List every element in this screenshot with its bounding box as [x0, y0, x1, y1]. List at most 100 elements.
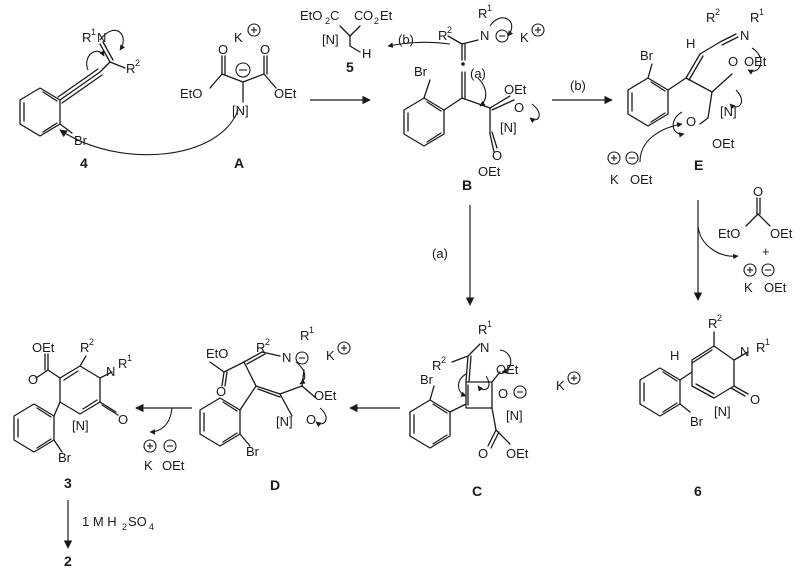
label-B-path-b: (b) — [398, 32, 414, 47]
label-E-o-bottom: O — [686, 114, 696, 129]
compound-label-D: D — [270, 477, 280, 493]
label-6-n: N — [740, 344, 749, 359]
label-C-n-bracket: [N] — [506, 408, 523, 423]
label-4-r1: R — [82, 30, 91, 45]
label-C-oet-top: OEt — [496, 362, 519, 377]
label-carbonate-oet: OEt — [770, 226, 793, 241]
label-B-o: O — [514, 100, 524, 115]
label-4-r2-sup: 2 — [135, 58, 140, 68]
label-C-o-bottom: O — [478, 446, 488, 461]
label-C-r1: R — [478, 322, 487, 337]
label-D3-oet: OEt — [162, 458, 185, 473]
label-E-r1: R — [750, 10, 759, 25]
label-E-n: N — [740, 28, 749, 43]
compound-label-B: B — [462, 177, 472, 193]
label-6-n-bracket: [N] — [714, 404, 731, 419]
label-E-koet: OEt — [630, 172, 653, 187]
label-E-k: K — [610, 172, 619, 187]
structure-6 — [639, 331, 749, 417]
label-E-br: Br — [640, 48, 654, 63]
structure-4 — [19, 29, 126, 137]
label-A-k: K — [234, 30, 243, 45]
label-5-co2et-sub: 2 — [374, 16, 379, 26]
label-5-co2et: C — [354, 8, 363, 23]
label-D-k: K — [326, 348, 335, 363]
structure-D — [199, 351, 327, 447]
label-E-o-top: O — [728, 54, 738, 69]
label-C-r2-sup: 2 — [441, 355, 446, 365]
label-3-o: O — [28, 372, 38, 387]
label-5-n: [N] — [322, 32, 339, 47]
label-C-o: O — [498, 386, 508, 401]
label-4-r2: R — [126, 61, 135, 76]
label-B-r2: R — [438, 28, 447, 43]
label-carbonate-o: O — [753, 184, 763, 199]
label-carbonate-eto: EtO — [718, 226, 740, 241]
label-D-oet: OEt — [314, 388, 337, 403]
compound-label-C: C — [472, 483, 482, 499]
label-6-h: H — [670, 348, 679, 363]
label-3-r1: R — [118, 356, 127, 371]
label-acid-tail: SO — [128, 514, 147, 529]
label-acid-main: 1 M H — [82, 514, 117, 529]
label-C-k: K — [556, 378, 565, 393]
label-3-o-right: O — [118, 412, 128, 427]
label-C-br: Br — [420, 372, 434, 387]
label-E-h: H — [686, 36, 695, 51]
label-C-r2: R — [432, 358, 441, 373]
label-B-r2-sup: 2 — [447, 25, 452, 35]
label-3-oet: OEt — [32, 340, 55, 355]
label-B-n: N — [480, 28, 489, 43]
label-D-eto: EtO — [206, 346, 228, 361]
label-B-k: K — [520, 30, 529, 45]
compound-label-5: 5 — [346, 59, 354, 75]
structure-diethyl-carbonate — [745, 197, 771, 227]
structure-B — [387, 17, 540, 153]
label-5-eto2c-sub: 2 — [325, 16, 330, 26]
label-D-n: N — [282, 350, 291, 365]
structure-3 — [13, 353, 119, 453]
compound-label-2: 2 — [64, 553, 72, 569]
label-carbonate-k: K — [744, 280, 753, 295]
label-3-r2-sup: 2 — [89, 337, 94, 347]
label-5-eto2c: EtO — [300, 8, 322, 23]
label-5-c: C — [330, 8, 339, 23]
label-A-o-left: O — [218, 42, 228, 57]
label-D-o-right: O — [306, 412, 316, 427]
label-A-o-right: O — [260, 42, 270, 57]
label-acid-sub2: 2 — [122, 522, 127, 532]
label-6-br: Br — [690, 414, 704, 429]
label-3-br: Br — [58, 450, 72, 465]
label-3-n: N — [106, 364, 115, 379]
structure-A — [59, 55, 277, 156]
compound-label-A: A — [234, 155, 244, 171]
label-6-r1: R — [756, 340, 765, 355]
label-D-r2: R — [256, 340, 265, 355]
label-4-r1-sup: 1 — [91, 27, 96, 37]
label-4-br: Br — [74, 133, 88, 148]
label-E-r2: R — [706, 10, 715, 25]
label-5-co2et-o: O — [363, 8, 373, 23]
structure-E — [627, 33, 762, 163]
label-E-oet-top: OEt — [744, 54, 767, 69]
compound-label-E: E — [694, 157, 703, 173]
label-B-r1: R — [478, 6, 487, 21]
label-carbonate-plus: + — [762, 244, 770, 259]
label-B-path-a: (a) — [470, 66, 486, 81]
label-B-oet-top: OEt — [504, 82, 527, 97]
label-E-r2-sup: 2 — [715, 7, 720, 17]
compound-label-4: 4 — [80, 155, 88, 171]
label-D-br: Br — [246, 444, 260, 459]
label-B-br: Br — [414, 64, 428, 79]
compound-label-3: 3 — [64, 475, 72, 491]
label-3-n-bracket: [N] — [72, 418, 89, 433]
label-4-n: N — [97, 30, 106, 45]
label-5-h: H — [362, 46, 371, 61]
label-6-r2: R — [708, 316, 717, 331]
label-6-o: O — [750, 392, 760, 407]
label-acid-sub4: 4 — [149, 522, 154, 532]
label-C-oet-bottom: OEt — [506, 446, 529, 461]
label-D-n-bracket: [N] — [276, 414, 293, 429]
label-B-r1-sup: 1 — [487, 3, 492, 13]
